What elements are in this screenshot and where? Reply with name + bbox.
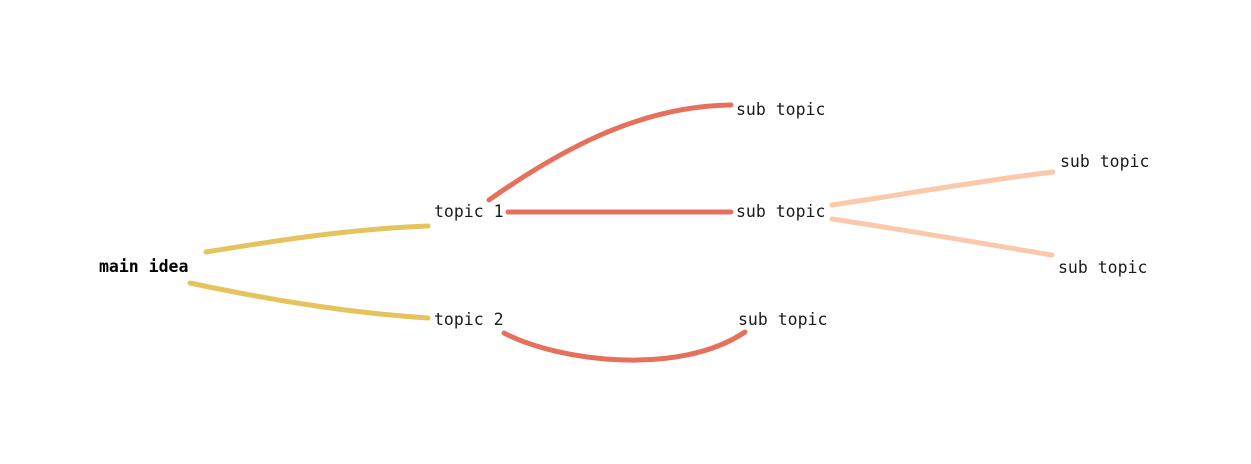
node-label-main-idea[interactable]: main idea	[99, 257, 189, 276]
edge-root-to-topic-2	[187, 280, 431, 321]
edge-sub-topic-b-to-sub-topic-d	[829, 169, 1056, 208]
edge-topic-1-to-sub-topic-a	[486, 102, 734, 203]
node-label-sub-topic-a[interactable]: sub topic	[736, 100, 826, 119]
node-label-sub-topic-e[interactable]: sub topic	[1058, 258, 1148, 277]
edge-root-to-topic-1	[203, 223, 431, 255]
node-label-topic-1[interactable]: topic 1	[434, 202, 504, 221]
node-label-sub-topic-c[interactable]: sub topic	[738, 310, 828, 329]
edge-sub-topic-b-to-sub-topic-e	[829, 216, 1055, 258]
node-label-sub-topic-b[interactable]: sub topic	[736, 202, 826, 221]
node-label-topic-2[interactable]: topic 2	[434, 310, 504, 329]
edge-topic-2-to-sub-topic-c	[501, 329, 748, 363]
node-label-sub-topic-d[interactable]: sub topic	[1060, 152, 1150, 171]
